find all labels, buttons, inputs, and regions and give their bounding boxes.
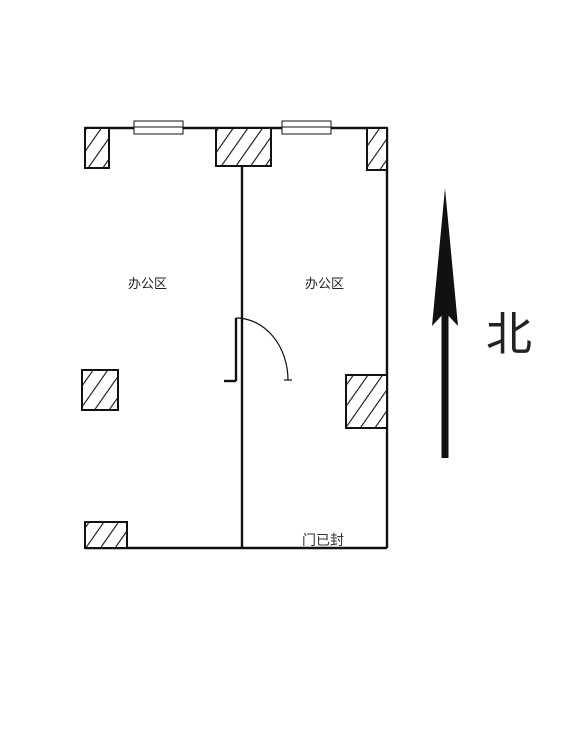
column-ne [366,127,388,171]
room-label-west: 办公区 [128,277,167,292]
column-nw [84,127,110,169]
room-label-east: 办公区 [305,277,344,292]
windows [133,120,332,135]
columns [81,127,388,549]
column-west-mid [81,369,119,411]
column-north-center [215,127,272,167]
column-sw [84,521,128,549]
door [224,317,292,383]
door-swing-arc [235,317,289,381]
door-sealed-note: 门已封 [302,533,344,549]
north-label: 北 [486,307,532,361]
column-east-mid [345,374,388,429]
north-arrow-icon [432,188,458,458]
